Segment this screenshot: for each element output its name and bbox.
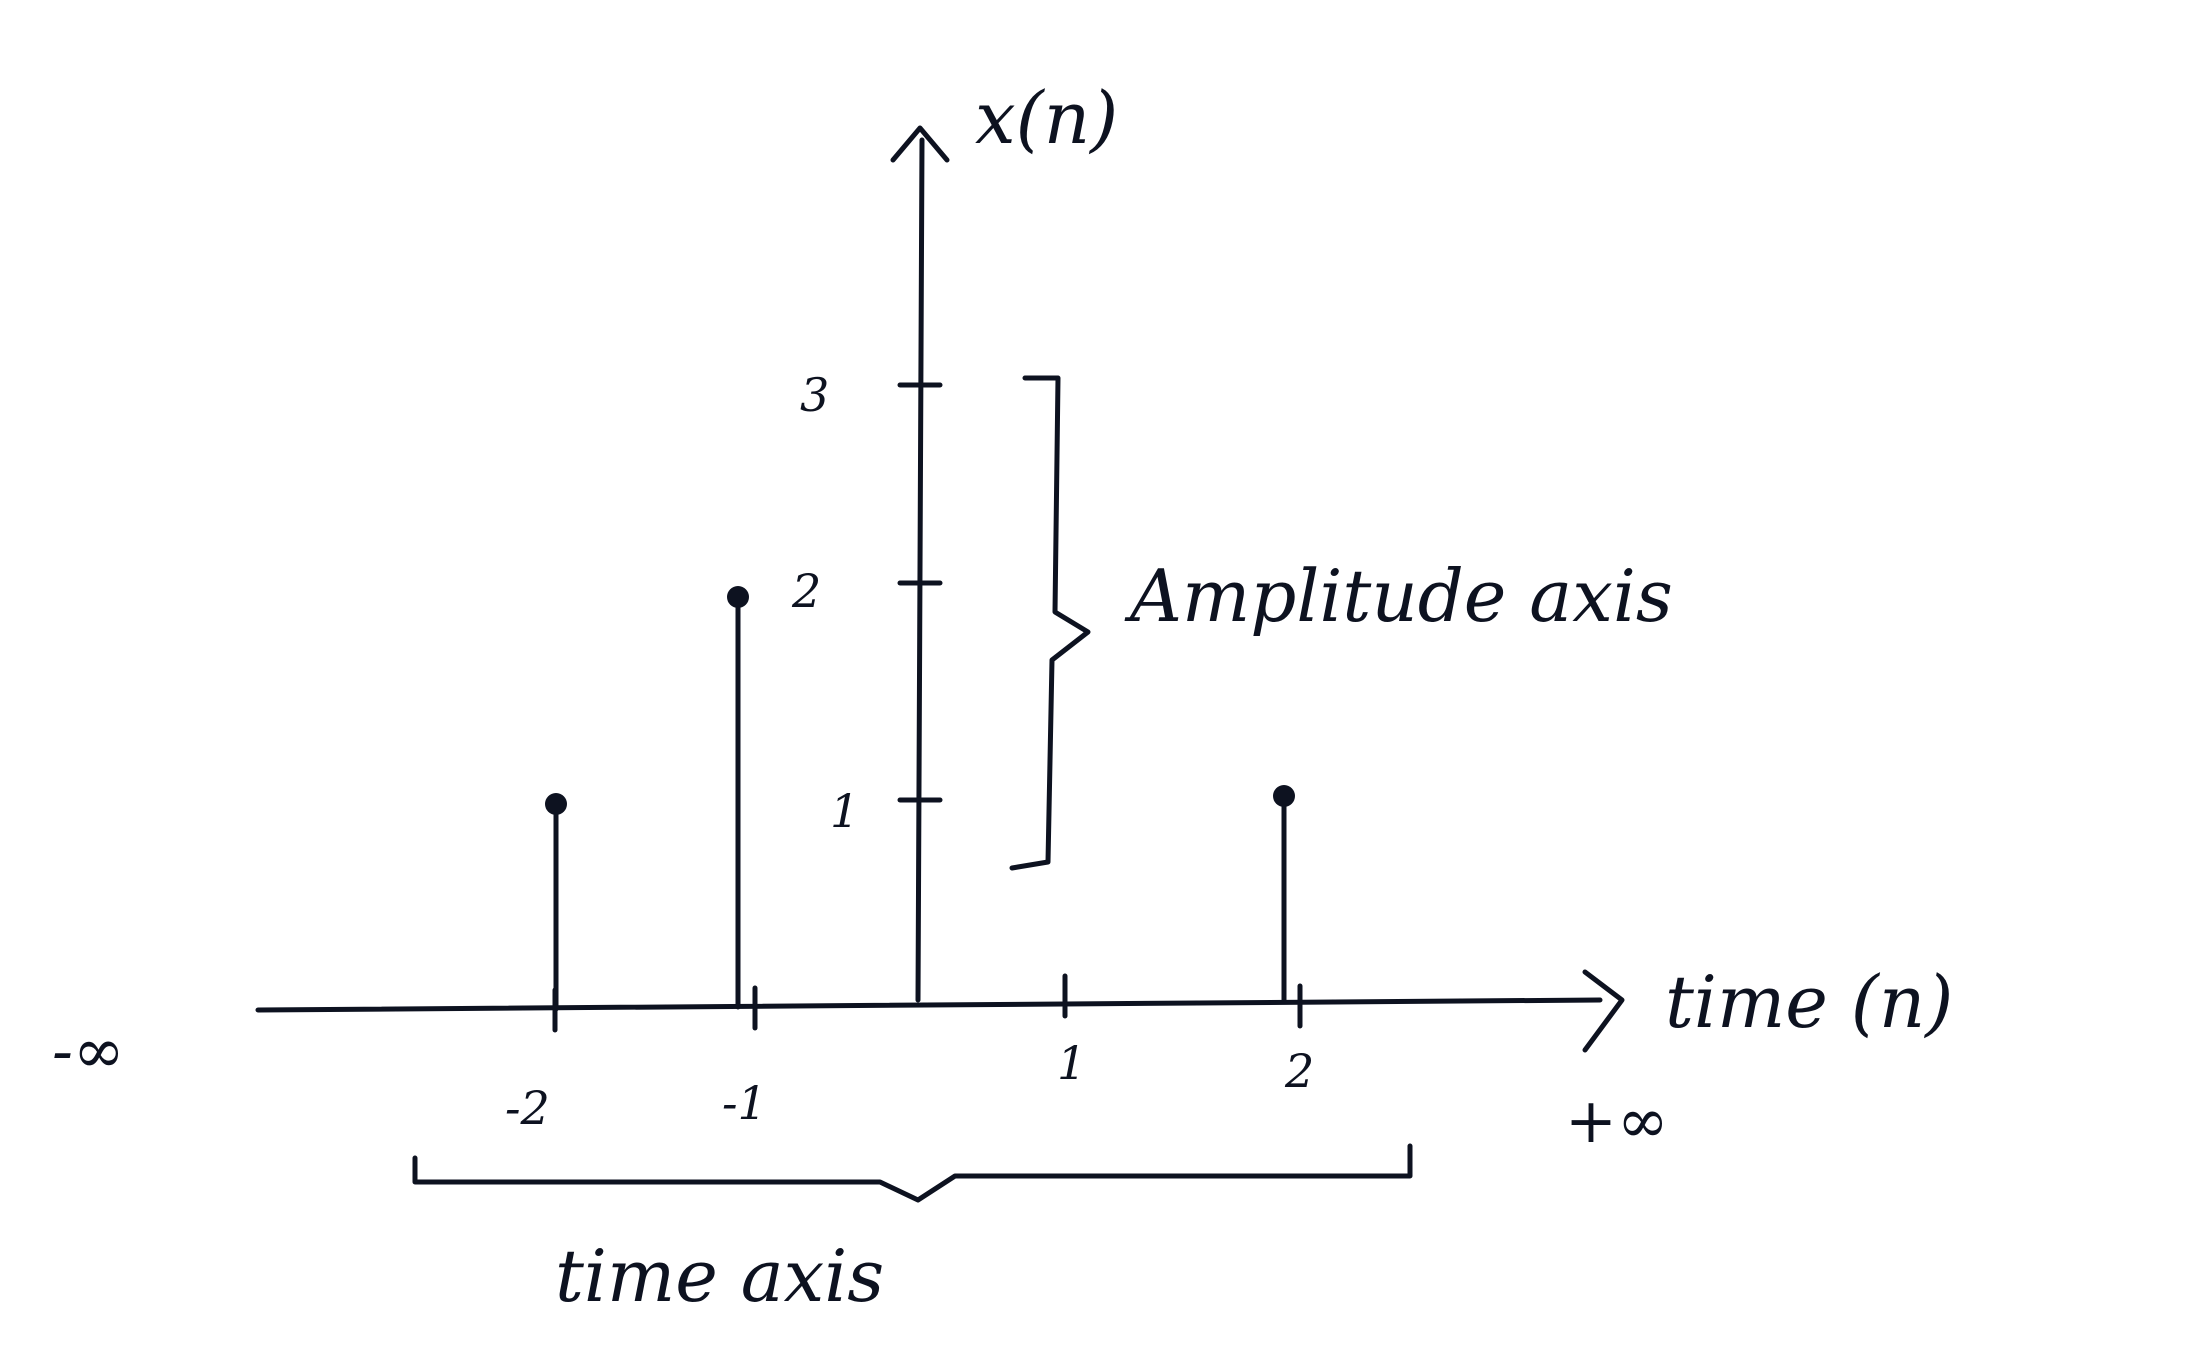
y-axis-label: x(n) (975, 76, 1119, 160)
stem-dot-n2 (1273, 785, 1295, 807)
y-tick-label-1: 1 (830, 784, 860, 838)
y-tick-label-2: 2 (792, 564, 822, 618)
amplitude-bracket (1009, 375, 1091, 871)
signal-stems (545, 586, 1295, 1012)
positive-infinity-label: +∞ (1565, 1084, 1669, 1157)
x-tick-label-neg2: -2 (505, 1081, 550, 1135)
stem-dot-n-1 (727, 586, 749, 608)
negative-infinity-label: -∞ (52, 1014, 125, 1087)
x-tick-label-2: 2 (1285, 1044, 1315, 1098)
amplitude-axis (890, 125, 950, 1003)
x-axis-label: time (n) (1665, 960, 1954, 1044)
stem-dot-n-2 (545, 793, 567, 815)
y-tick-marks (897, 382, 943, 803)
x-tick-label-neg1: -1 (722, 1076, 767, 1130)
x-tick-label-1: 1 (1057, 1036, 1087, 1090)
time-bracket (412, 1143, 1413, 1203)
time-axis (255, 969, 1625, 1053)
time-axis-annotation: time axis (555, 1234, 885, 1318)
amplitude-axis-annotation: Amplitude axis (1130, 554, 1673, 638)
y-tick-label-3: 3 (800, 368, 830, 422)
